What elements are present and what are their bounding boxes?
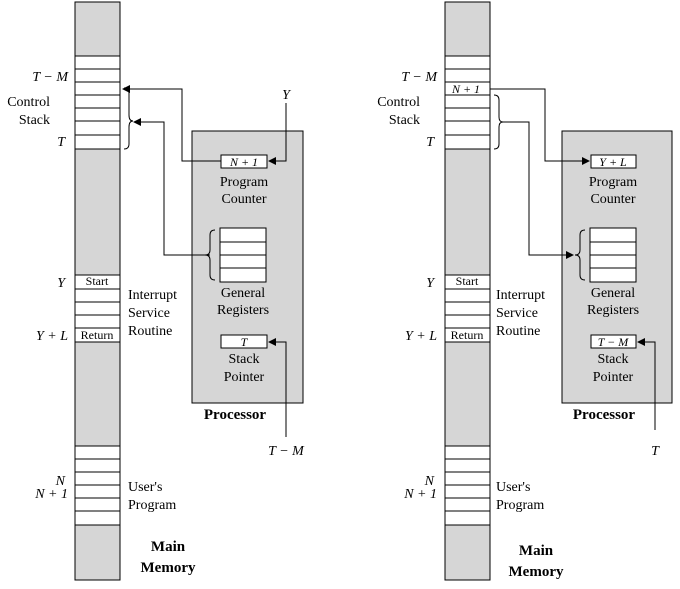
right-isr-return-cell: Return — [451, 328, 484, 342]
right-isr-start-addr: Y — [426, 276, 436, 291]
right-processor-label: Processor — [573, 407, 636, 423]
left-gr-label-1: General — [221, 286, 265, 301]
left-y-into-pc-arrow — [268, 103, 287, 165]
right-isr-label-2: Service — [496, 306, 538, 321]
left-isr-label-1: Interrupt — [128, 288, 177, 303]
left-isr-start-addr: Y — [57, 276, 67, 291]
left-control-label-1: Control — [7, 95, 50, 110]
right-user-label-2: Program — [496, 498, 544, 513]
left-isr-return-addr: Y + L — [36, 329, 68, 344]
left-user-addr-n1: N + 1 — [34, 487, 68, 502]
right-control-label-1: Control — [377, 95, 420, 110]
right-isr-block — [444, 274, 491, 343]
left-isr-label-3: Routine — [128, 324, 172, 339]
left-panel: Start Return T − M Control Stack T Y Y +… — [7, 1, 305, 581]
right-sp-label-2: Pointer — [593, 370, 634, 385]
right-stack-brace — [493, 94, 504, 150]
left-processor-label: Processor — [204, 407, 267, 423]
right-t-into-sp-arrow — [637, 338, 656, 430]
right-user-label-1: User's — [496, 480, 530, 495]
left-user-addr-n: N — [55, 474, 66, 489]
right-gr-label-2: Registers — [587, 303, 639, 318]
right-control-label-2: Stack — [389, 113, 420, 128]
right-pc-label-1: Program — [589, 175, 637, 190]
left-isr-return-cell: Return — [81, 328, 114, 342]
left-sp-label-2: Pointer — [224, 370, 265, 385]
left-user-label-1: User's — [128, 480, 162, 495]
right-isr-start-cell: Start — [456, 274, 479, 288]
right-stack-top-cell: N + 1 — [451, 82, 480, 96]
right-panel: N + 1 Start Return T − M Control Stack T… — [377, 1, 673, 581]
left-pc-to-stack-arrow — [122, 85, 221, 162]
right-pc-value: Y + L — [599, 155, 627, 169]
right-sp-input-label: T — [651, 444, 660, 459]
right-sp-value: T − M — [598, 335, 630, 349]
left-stack-top-label: T − M — [32, 70, 69, 85]
left-registers-to-stack-arrow — [133, 118, 210, 256]
left-user-label-2: Program — [128, 498, 176, 513]
left-stack-bottom-label: T — [57, 135, 66, 150]
left-stack-brace — [123, 87, 134, 150]
right-stack-top-label: T − M — [401, 70, 438, 85]
left-control-label-2: Stack — [19, 113, 50, 128]
left-isr-block — [74, 274, 121, 343]
right-general-registers — [589, 227, 637, 283]
left-isr-label-2: Service — [128, 306, 170, 321]
left-tm-into-sp-arrow — [268, 338, 287, 437]
left-gr-label-2: Registers — [217, 303, 269, 318]
left-sp-input-label: T − M — [268, 444, 305, 459]
right-isr-label-3: Routine — [496, 324, 540, 339]
left-pc-label-2: Counter — [221, 192, 266, 207]
left-main-memory-label-1: Main — [151, 539, 186, 555]
left-pc-label-1: Program — [220, 175, 268, 190]
left-sp-label-1: Stack — [228, 352, 259, 367]
right-pc-label-2: Counter — [590, 192, 635, 207]
right-program-counter-register — [590, 154, 637, 169]
right-isr-label-1: Interrupt — [496, 288, 545, 303]
right-user-program-block — [444, 445, 491, 526]
left-pc-input-label: Y — [282, 88, 292, 103]
right-main-memory-label-2: Memory — [509, 564, 564, 580]
left-user-program-block — [74, 445, 121, 526]
left-isr-start-cell: Start — [86, 274, 109, 288]
right-control-stack — [444, 55, 491, 150]
left-control-stack — [74, 55, 121, 150]
right-user-addr-n1: N + 1 — [403, 487, 437, 502]
right-stack-to-pc-arrow — [490, 88, 590, 165]
left-pc-value: N + 1 — [229, 155, 258, 169]
right-stack-bottom-label: T — [426, 135, 435, 150]
right-gr-label-1: General — [591, 286, 635, 301]
right-stack-to-registers-arrow — [503, 121, 574, 259]
right-stack-pointer-register — [590, 334, 637, 349]
right-user-addr-n: N — [424, 474, 435, 489]
left-main-memory-label-2: Memory — [141, 560, 196, 576]
left-stack-pointer-register — [220, 334, 268, 349]
left-general-registers — [219, 227, 267, 283]
right-registers-brace — [574, 229, 586, 281]
left-sp-value: T — [241, 335, 249, 349]
right-isr-return-addr: Y + L — [405, 329, 437, 344]
right-sp-label-1: Stack — [597, 352, 628, 367]
right-main-memory-label-1: Main — [519, 543, 554, 559]
